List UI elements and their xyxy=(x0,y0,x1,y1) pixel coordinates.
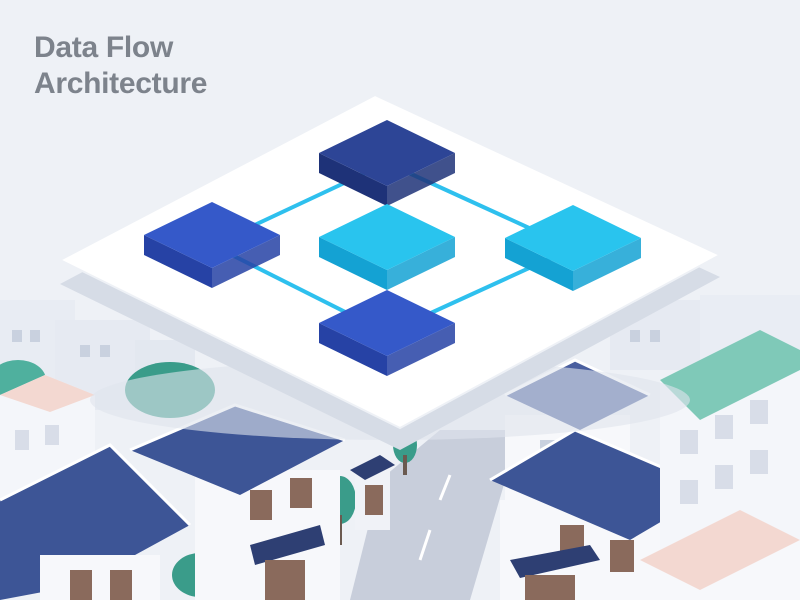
title-line-2: Architecture xyxy=(34,67,208,100)
node-bottom xyxy=(319,290,455,376)
node-right xyxy=(505,205,641,291)
node-top xyxy=(319,120,455,206)
right-building xyxy=(640,330,800,600)
hanok-left xyxy=(0,443,192,600)
road-marking xyxy=(418,474,452,561)
road xyxy=(350,430,520,600)
page-title: Data Flow Architecture xyxy=(34,30,207,102)
diagram-nodes xyxy=(144,120,641,376)
node-left xyxy=(144,202,280,288)
node-center xyxy=(319,204,455,290)
title-line-1: Data Flow xyxy=(34,31,173,64)
shop-small xyxy=(350,455,395,530)
